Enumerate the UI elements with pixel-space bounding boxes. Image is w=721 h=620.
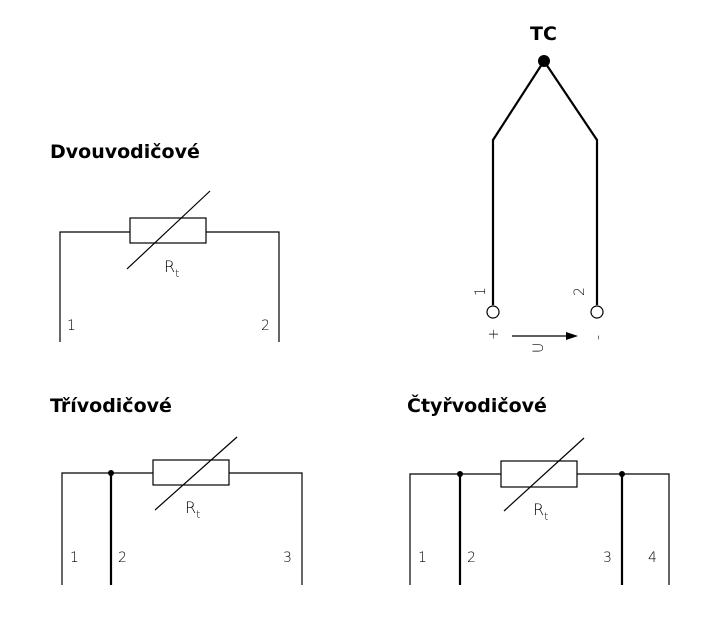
two-wire-resistor-sub: t [175, 267, 179, 280]
three-wire-variable-arrow [154, 436, 238, 511]
minus-sign: - [590, 335, 606, 340]
voltage-arrow-head [566, 332, 578, 340]
plus-sign: + [486, 328, 502, 340]
thermocouple-terminal-2: 2 [572, 287, 588, 296]
three-wire-node [108, 470, 114, 476]
four-wire-node-right [619, 471, 625, 477]
thermocouple-diagram: TC 1 2 + - U [473, 23, 606, 353]
two-wire-variable-arrow [126, 190, 211, 270]
four-wire-variable-arrow [503, 437, 585, 512]
three-wire-terminal-3: 3 [283, 550, 292, 566]
four-wire-resistor-sub: t [544, 510, 548, 523]
three-wire-terminal-1: 1 [70, 550, 79, 566]
four-wire-terminal-3: 3 [603, 550, 612, 566]
two-wire-title: Dvouvodičové [50, 141, 200, 163]
two-wire-resistor-label: R [164, 257, 175, 276]
three-wire-resistor-sub: t [196, 508, 200, 521]
four-wire-terminal-1: 1 [418, 550, 427, 566]
thermocouple-terminal-1: 1 [473, 287, 489, 296]
thermocouple-wire-positive [491, 60, 545, 305]
four-wire-node-left [457, 471, 463, 477]
three-wire-leads [61, 472, 303, 585]
thermocouple-wire-negative [543, 60, 599, 305]
three-wire-resistor [152, 459, 230, 486]
four-wire-diagram: Čtyřvodičové Rt 1 2 3 4 [407, 393, 670, 585]
three-wire-diagram: Třívodičové Rt 1 2 3 [50, 395, 303, 585]
four-wire-resistor [500, 460, 578, 488]
two-wire-diagram: Dvouvodičové Rt 1 2 [50, 141, 280, 342]
svg-text:Rt: Rt [164, 257, 179, 280]
two-wire-terminal-1: 1 [67, 318, 76, 334]
four-wire-terminal-4: 4 [648, 550, 657, 566]
svg-text:Rt: Rt [533, 500, 548, 523]
thermocouple-title: TC [530, 23, 557, 45]
four-wire-leads [409, 473, 670, 585]
four-wire-title: Čtyřvodičové [407, 393, 547, 417]
two-wire-terminal-2: 2 [261, 318, 270, 334]
voltage-label: U [531, 343, 547, 353]
terminal-circle-positive [486, 305, 500, 319]
svg-text:Rt: Rt [185, 498, 200, 521]
three-wire-resistor-label: R [185, 498, 196, 517]
three-wire-terminal-2: 2 [118, 550, 127, 566]
two-wire-leads [59, 231, 280, 342]
two-wire-resistor [129, 217, 207, 244]
terminal-circle-negative [590, 305, 604, 319]
three-wire-title: Třívodičové [50, 395, 172, 417]
four-wire-resistor-label: R [533, 500, 544, 519]
four-wire-terminal-2: 2 [467, 550, 476, 566]
